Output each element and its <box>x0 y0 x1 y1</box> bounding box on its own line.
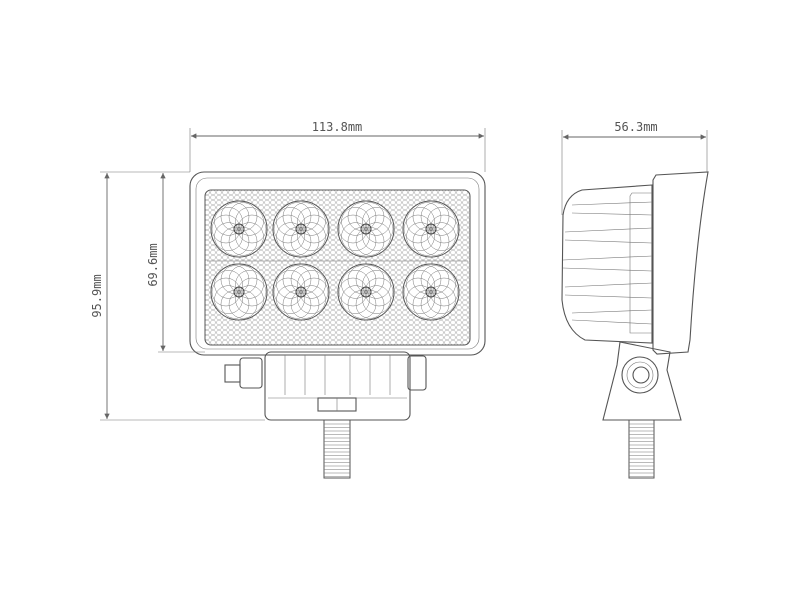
led-reflector <box>337 263 395 321</box>
total-height-label: 95.9mm <box>90 274 104 317</box>
dimension-width: 113.8mm <box>189 120 486 172</box>
left-nut <box>239 357 263 389</box>
led-reflector <box>272 200 330 258</box>
front-view <box>189 171 486 479</box>
mounting-bolt <box>323 419 351 479</box>
led-array <box>210 200 460 321</box>
led-reflector <box>402 263 460 321</box>
pivot-nut <box>621 356 659 394</box>
led-reflector <box>210 263 268 321</box>
dimension-total-height: 95.9mm <box>90 171 265 421</box>
mount-fins <box>268 355 407 399</box>
housing-outline <box>189 171 486 356</box>
depth-label: 56.3mm <box>614 120 657 134</box>
side-bolt <box>628 419 655 479</box>
cable-gland <box>224 364 241 383</box>
led-chip <box>360 286 372 298</box>
heatsink <box>561 184 653 344</box>
led-chip <box>425 286 437 298</box>
dimension-housing-height: 69.6mm <box>146 173 205 353</box>
led-chip <box>295 286 307 298</box>
led-reflector <box>337 200 395 258</box>
right-nut <box>407 355 427 391</box>
led-reflector <box>402 200 460 258</box>
led-chip <box>233 286 245 298</box>
heatsink-fins <box>562 192 653 334</box>
width-label: 113.8mm <box>312 120 363 134</box>
dimension-depth: 56.3mm <box>561 120 708 215</box>
housing-bezel <box>195 177 480 350</box>
led-chip <box>233 223 245 235</box>
led-chip <box>425 223 437 235</box>
led-chip <box>295 223 307 235</box>
mount-base <box>264 351 411 421</box>
housing-height-label: 69.6mm <box>146 243 160 286</box>
led-chip <box>360 223 372 235</box>
side-view <box>561 171 709 479</box>
bracket <box>602 341 682 421</box>
front-bezel-side <box>652 171 709 355</box>
led-reflector <box>272 263 330 321</box>
led-reflector <box>210 200 268 258</box>
